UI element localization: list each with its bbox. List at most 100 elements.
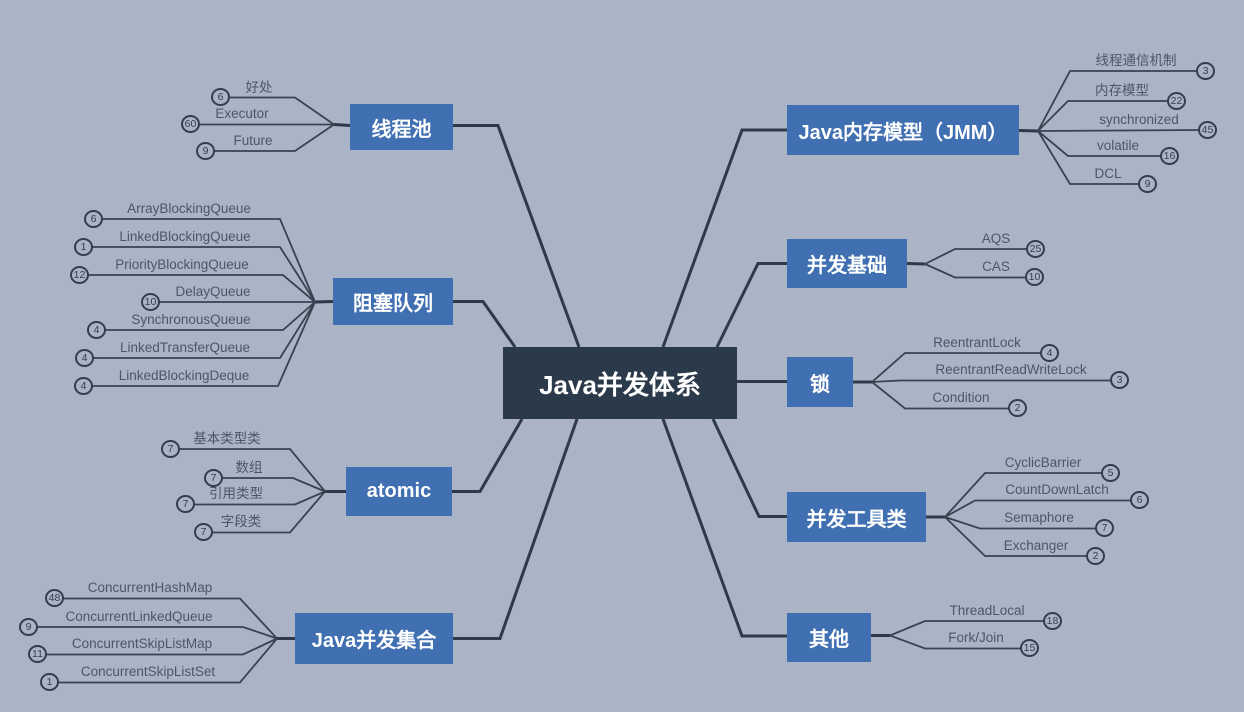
- root-node[interactable]: Java并发体系: [503, 347, 737, 419]
- leaf-reference-types[interactable]: 引用类型: [209, 486, 263, 501]
- count-badge-cyclicbarrier[interactable]: 5: [1101, 464, 1120, 482]
- node-blocking-queue[interactable]: 阻塞队列: [333, 278, 453, 325]
- leaf-semaphore[interactable]: Semaphore: [1004, 510, 1074, 525]
- count-badge-reference-types[interactable]: 7: [176, 495, 195, 513]
- count-badge-reentrantlock[interactable]: 4: [1040, 344, 1059, 362]
- leaf-priorityblockingqueue[interactable]: PriorityBlockingQueue: [115, 257, 249, 272]
- leaf-cyclicbarrier[interactable]: CyclicBarrier: [1004, 455, 1082, 470]
- count-badge-thread-communication[interactable]: 3: [1196, 62, 1215, 80]
- count-badge-linkedblockingdeque[interactable]: 4: [74, 377, 93, 395]
- count-badge-delayqueue[interactable]: 10: [141, 293, 160, 311]
- count-badge-field-classes[interactable]: 7: [194, 523, 213, 541]
- count-badge-memory-model[interactable]: 22: [1167, 92, 1186, 110]
- edge: [1037, 70, 1198, 132]
- count-badge-cas[interactable]: 10: [1025, 268, 1044, 286]
- count-badge-concurrentlinkedqueue[interactable]: 9: [19, 618, 38, 636]
- count-badge-concurrentskiplistmap[interactable]: 11: [28, 645, 47, 663]
- count-badge-linkedblockingqueue[interactable]: 1: [74, 238, 93, 256]
- leaf-synchronized[interactable]: synchronized: [1099, 112, 1179, 127]
- count-badge-executor[interactable]: 60: [181, 115, 200, 133]
- leaf-linkedblockingdeque[interactable]: LinkedBlockingDeque: [118, 368, 250, 383]
- leaf-linkedblockingqueue[interactable]: LinkedBlockingQueue: [119, 229, 251, 244]
- node-concurrent-collections[interactable]: Java并发集合: [295, 613, 453, 664]
- leaf-thread-communication[interactable]: 线程通信机制: [1095, 53, 1177, 68]
- edge: [906, 262, 926, 266]
- leaf-forkjoin[interactable]: Fork/Join: [948, 630, 1004, 645]
- leaf-memory-model[interactable]: 内存模型: [1095, 83, 1149, 98]
- count-badge-aqs[interactable]: 25: [1026, 240, 1045, 258]
- leaf-threadlocal[interactable]: ThreadLocal: [949, 603, 1025, 618]
- count-badge-synchronousqueue[interactable]: 4: [87, 321, 106, 339]
- edge: [1037, 130, 1140, 185]
- node-atomic[interactable]: atomic: [346, 467, 452, 516]
- edge: [452, 418, 524, 493]
- leaf-benefits[interactable]: 好处: [245, 80, 273, 95]
- node-concurrency-basics[interactable]: 并发基础: [787, 239, 907, 288]
- edge: [871, 379, 1112, 383]
- leaf-arrayblockingqueue[interactable]: ArrayBlockingQueue: [127, 201, 251, 216]
- edge: [944, 499, 1132, 518]
- count-badge-concurrenthashmap[interactable]: 48: [45, 589, 64, 607]
- leaf-reentrantreadwritelock[interactable]: ReentrantReadWriteLock: [935, 362, 1087, 377]
- leaf-condition[interactable]: Condition: [932, 390, 990, 405]
- leaf-synchronousqueue[interactable]: SynchronousQueue: [131, 312, 251, 327]
- edge: [453, 418, 579, 640]
- edge: [924, 248, 1028, 265]
- leaf-concurrentskiplistset[interactable]: ConcurrentSkipListSet: [80, 664, 216, 679]
- leaf-delayqueue[interactable]: DelayQueue: [175, 284, 251, 299]
- edge: [889, 634, 1022, 650]
- node-concurrency-tools[interactable]: 并发工具类: [787, 492, 926, 542]
- leaf-basic-types[interactable]: 基本类型类: [193, 431, 261, 446]
- leaf-executor[interactable]: Executor: [215, 106, 269, 121]
- leaf-arrays[interactable]: 数组: [235, 460, 263, 475]
- count-badge-future[interactable]: 9: [196, 142, 215, 160]
- count-badge-benefits[interactable]: 6: [211, 88, 230, 106]
- count-badge-exchanger[interactable]: 2: [1086, 547, 1105, 565]
- count-badge-reentrantreadwritelock[interactable]: 3: [1110, 371, 1129, 389]
- edge: [212, 490, 326, 534]
- leaf-field-classes[interactable]: 字段类: [220, 514, 262, 529]
- leaf-future[interactable]: Future: [233, 133, 273, 148]
- node-others[interactable]: 其他: [787, 613, 871, 662]
- count-badge-synchronized[interactable]: 45: [1198, 121, 1217, 139]
- count-badge-forkjoin[interactable]: 15: [1020, 639, 1039, 657]
- leaf-cas[interactable]: CAS: [982, 259, 1010, 274]
- leaf-concurrentskiplistmap[interactable]: ConcurrentSkipListMap: [71, 636, 213, 651]
- edge: [46, 637, 278, 656]
- count-badge-linkedtransferqueue[interactable]: 4: [75, 349, 94, 367]
- edge: [102, 218, 316, 303]
- node-jmm[interactable]: Java内存模型（JMM）: [787, 105, 1019, 155]
- edge: [58, 637, 278, 684]
- count-badge-arrayblockingqueue[interactable]: 6: [84, 210, 103, 228]
- count-badge-dcl[interactable]: 9: [1138, 175, 1157, 193]
- count-badge-semaphore[interactable]: 7: [1095, 519, 1114, 537]
- leaf-volatile[interactable]: volatile: [1096, 138, 1140, 153]
- leaf-exchanger[interactable]: Exchanger: [1003, 538, 1069, 553]
- node-lock[interactable]: 锁: [787, 357, 853, 407]
- edge: [88, 274, 316, 303]
- count-badge-concurrentskiplistset[interactable]: 1: [40, 673, 59, 691]
- edge: [92, 301, 316, 387]
- edge: [871, 352, 1042, 383]
- count-badge-threadlocal[interactable]: 18: [1043, 612, 1062, 630]
- leaf-linkedtransferqueue[interactable]: LinkedTransferQueue: [119, 340, 251, 355]
- leaf-concurrenthashmap[interactable]: ConcurrentHashMap: [87, 580, 213, 595]
- edge: [194, 490, 326, 506]
- count-badge-condition[interactable]: 2: [1008, 399, 1027, 417]
- edge: [871, 381, 1010, 410]
- node-thread-pool[interactable]: 线程池: [350, 104, 453, 150]
- count-badge-countdownlatch[interactable]: 6: [1130, 491, 1149, 509]
- leaf-countdownlatch[interactable]: CountDownLatch: [1005, 482, 1109, 497]
- leaf-reentrantlock[interactable]: ReentrantLock: [933, 335, 1021, 350]
- leaf-concurrentlinkedqueue[interactable]: ConcurrentLinkedQueue: [65, 609, 213, 624]
- count-badge-arrays[interactable]: 7: [204, 469, 223, 487]
- leaf-dcl[interactable]: DCL: [1094, 166, 1122, 181]
- count-badge-priorityblockingqueue[interactable]: 12: [70, 266, 89, 284]
- count-badge-basic-types[interactable]: 7: [161, 440, 180, 458]
- count-badge-volatile[interactable]: 16: [1160, 147, 1179, 165]
- edge: [715, 262, 787, 348]
- edge: [214, 123, 335, 152]
- leaf-aqs[interactable]: AQS: [981, 231, 1011, 246]
- edge: [1018, 129, 1039, 133]
